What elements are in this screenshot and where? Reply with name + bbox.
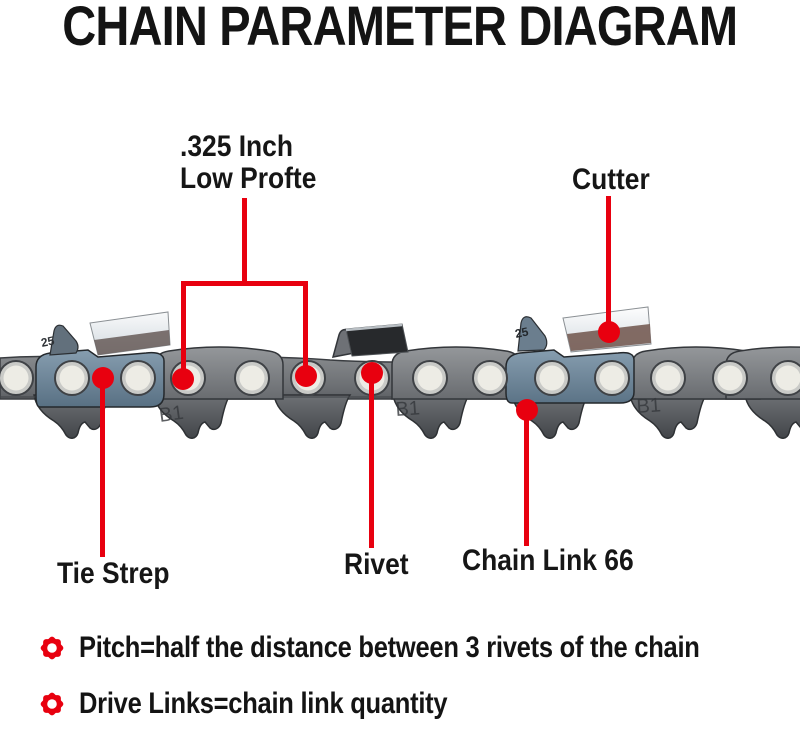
- rivet-label: Rivet: [344, 548, 409, 581]
- cutter-link-right: 25: [505, 306, 652, 404]
- drive-link-stamps: B1 B1 B1: [158, 394, 662, 427]
- drive-links-note-row: Drive Links=chain link quantity: [38, 687, 512, 721]
- chain-link-label: Chain Link 66: [462, 544, 634, 577]
- pitch-callout-stem-line: [242, 198, 247, 286]
- tie-strap-pointer-line: [100, 377, 105, 557]
- pitch-label-line2: Low Profte: [180, 162, 317, 195]
- cutter-stamp-left: 25: [40, 333, 56, 350]
- tie-strap-label: Tie Strep: [57, 557, 170, 590]
- cutter-label: Cutter: [572, 163, 650, 196]
- tie-strap-pointer-dot: [92, 367, 114, 389]
- bumper-link: [331, 323, 409, 358]
- rivet-pointer-dot: [361, 362, 383, 384]
- rivet-pointer-line: [369, 374, 374, 548]
- pitch-note-row: Pitch=half the distance between 3 rivets…: [38, 631, 800, 665]
- gear-icon: [40, 636, 64, 660]
- cutter-pointer-dot: [598, 321, 620, 343]
- cutter-stamp-right: 25: [514, 324, 530, 341]
- pitch-label: .325 Inch Low Profte: [180, 131, 316, 195]
- pitch-callout-right-dot: [295, 365, 317, 387]
- svg-text:B1: B1: [395, 397, 421, 421]
- svg-text:B1: B1: [636, 394, 662, 418]
- chain-link-pointer-line: [524, 410, 529, 546]
- title-bar: CHAIN PARAMETER DIAGRAM: [0, 0, 800, 57]
- pitch-label-line1: .325 Inch: [180, 130, 293, 163]
- pitch-note-text: Pitch=half the distance between 3 rivets…: [79, 631, 700, 664]
- chain-link-pointer-dot: [516, 399, 538, 421]
- page-title: CHAIN PARAMETER DIAGRAM: [62, 0, 739, 57]
- gear-icon: [40, 692, 64, 716]
- svg-text:B1: B1: [158, 402, 185, 427]
- pitch-callout-right-drop-line: [303, 281, 308, 374]
- cutter-pointer-line: [606, 196, 611, 330]
- pitch-callout-left-dot: [172, 368, 194, 390]
- pitch-callout-left-drop-line: [181, 281, 186, 376]
- drive-links-note-text: Drive Links=chain link quantity: [79, 687, 448, 720]
- chain-image: 25 25 B1 B1 B1: [0, 306, 800, 439]
- pitch-callout-bracket-line: [181, 281, 308, 286]
